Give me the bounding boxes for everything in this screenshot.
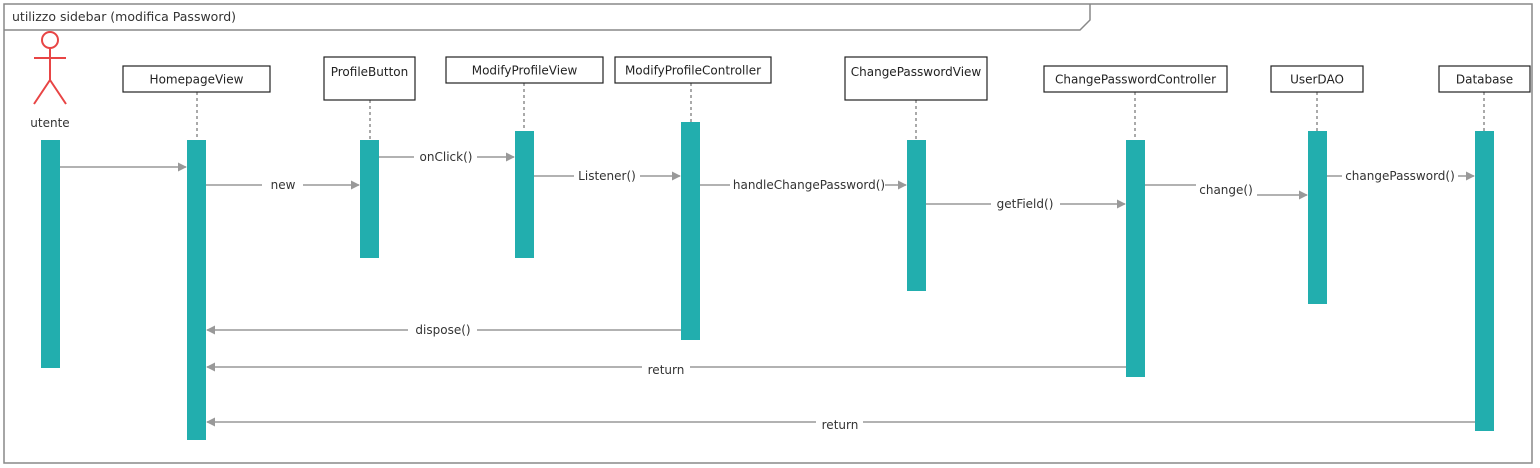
message-m5-label: getField(): [997, 197, 1054, 211]
message-m4-label: handleChangePassword(): [733, 178, 885, 192]
message-m6-label: change(): [1199, 183, 1253, 197]
message-m9-label: return: [648, 363, 685, 377]
activation-change-password-controller: [1126, 140, 1145, 377]
participant-label: HomepageView: [150, 73, 244, 87]
message-m6-arrow: [1145, 184, 1307, 195]
participant-profile-button: ProfileButton: [323, 56, 416, 101]
message-m10-label: return: [822, 418, 859, 432]
actor-left-leg: [33, 79, 51, 105]
message-m1-label: new: [271, 178, 296, 192]
activation-profile-button: [360, 140, 379, 258]
activation-modify-profile-controller: [681, 122, 700, 340]
activation-utente: [41, 140, 60, 368]
participant-label: ChangePasswordView: [851, 65, 982, 79]
frame-title: utilizzo sidebar (modifica Password): [12, 9, 236, 24]
participant-database: Database: [1438, 65, 1531, 93]
activation-change-password-view: [907, 140, 926, 291]
participant-change-password-controller: ChangePasswordController: [1043, 65, 1228, 93]
activation-homepage-view: [187, 140, 206, 440]
actor-label: utente: [30, 116, 69, 130]
participant-label: ProfileButton: [331, 65, 409, 79]
participant-label: Database: [1456, 73, 1513, 87]
activation-modify-profile-view: [515, 131, 534, 258]
activation-user-dao: [1308, 131, 1327, 304]
message-m7-label: changePassword(): [1345, 169, 1455, 183]
participant-modify-profile-view: ModifyProfileView: [445, 56, 604, 84]
participant-homepage-view: HomepageView: [122, 65, 271, 93]
participant-modify-profile-controller: ModifyProfileController: [614, 56, 772, 84]
participant-user-dao: UserDAO: [1270, 65, 1364, 93]
message-m3-label: Listener(): [578, 169, 636, 183]
frame-title-tab: [4, 4, 1091, 31]
actor-utente: utente: [30, 31, 70, 130]
activation-database: [1475, 131, 1494, 431]
message-m2-label: onClick(): [420, 150, 473, 164]
participant-change-password-view: ChangePasswordView: [844, 56, 988, 101]
message-m8-label: dispose(): [415, 323, 470, 337]
participant-label: ModifyProfileView: [472, 64, 578, 78]
participant-label: UserDAO: [1290, 73, 1344, 87]
participant-label: ChangePasswordController: [1055, 73, 1216, 87]
actor-right-leg: [49, 79, 67, 105]
participant-label: ModifyProfileController: [625, 64, 761, 78]
